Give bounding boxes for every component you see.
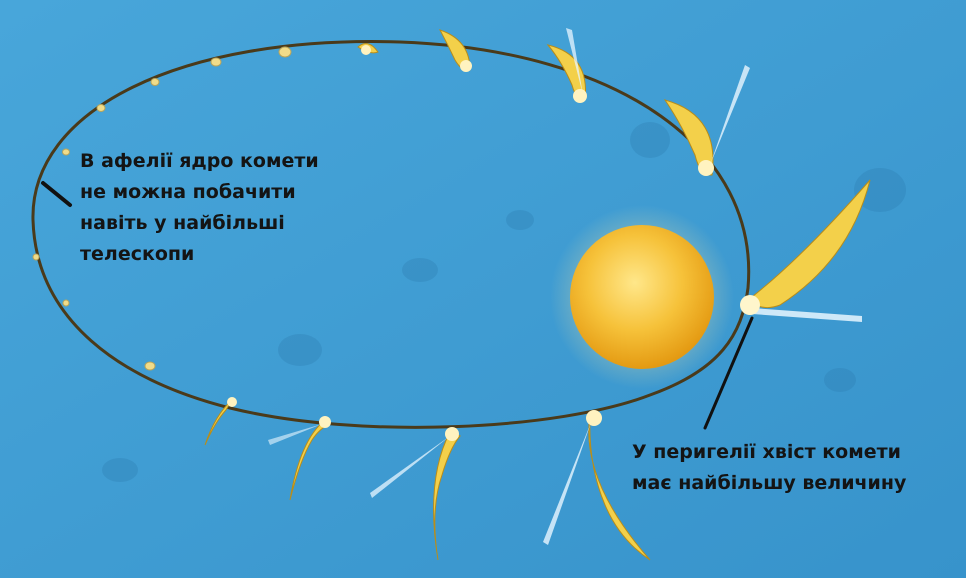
aphelion-label: В афелії ядро комети не можна побачити н… [80, 146, 319, 270]
sun [550, 205, 734, 389]
aphelion-label-line-4: телескопи [80, 239, 319, 270]
aphelion-label-line-3: навіть у найбільші [80, 208, 319, 239]
perihelion-label-line-1: У перигелії хвіст комети [632, 437, 906, 468]
sun-disc [570, 225, 714, 369]
comet-nucleus-perihelion [740, 295, 760, 315]
aphelion-label-line-2: не можна побачити [80, 177, 319, 208]
aphelion-label-line-1: В афелії ядро комети [80, 146, 319, 177]
perihelion-label: У перигелії хвіст комети має найбільшу в… [632, 437, 906, 499]
perihelion-label-line-2: має найбільшу величину [632, 468, 906, 499]
